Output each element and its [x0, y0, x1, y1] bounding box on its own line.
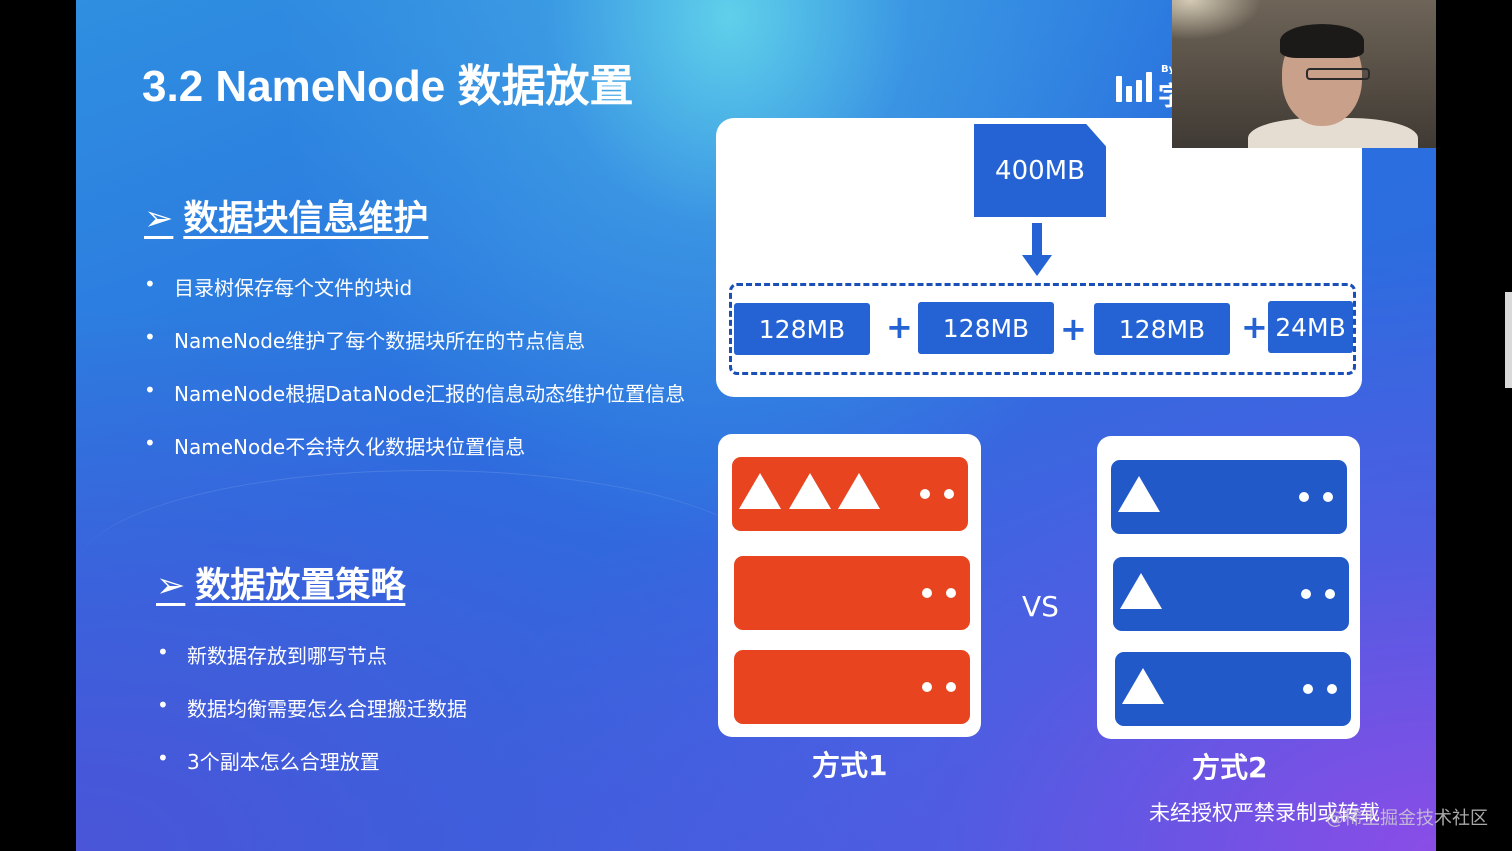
block-24mb: 24MB	[1268, 301, 1353, 353]
option1-caption: 方式1	[812, 749, 888, 782]
block-128mb-2: 128MB	[918, 302, 1054, 354]
replica-triangle-icon	[1120, 573, 1162, 609]
section-heading-text: 数据放置策略	[195, 566, 406, 606]
replica-triangle-icon	[1118, 476, 1160, 512]
file-400mb: 400MB	[974, 124, 1106, 217]
list-item: NameNode根据DataNode汇报的信息动态维护位置信息	[144, 378, 685, 431]
vs-label: VS	[1022, 590, 1059, 623]
block-128mb-3: 128MB	[1094, 303, 1230, 355]
list-item: 目录树保存每个文件的块id	[144, 272, 685, 325]
status-dot-icon	[1303, 684, 1313, 694]
replica-triangle-icon	[789, 473, 831, 509]
down-arrow-icon	[1022, 223, 1052, 276]
status-dot-icon	[920, 489, 930, 499]
server-node-with-replica	[1111, 460, 1347, 534]
section-heading-placement-strategy: ➢数据放置策略	[156, 557, 405, 608]
status-dot-icon	[1301, 589, 1311, 599]
status-dot-icon	[922, 682, 932, 692]
status-dot-icon	[944, 489, 954, 499]
option2-server-rack	[1097, 436, 1360, 739]
status-dot-icon	[1323, 492, 1333, 502]
status-dot-icon	[1327, 684, 1337, 694]
bullet-list-strategy: 新数据存放到哪写节点 数据均衡需要怎么合理搬迁数据 3个副本怎么合理放置	[157, 640, 467, 799]
plus-sign: +	[1060, 310, 1087, 348]
block-128mb-1: 128MB	[734, 303, 870, 355]
list-item: NameNode维护了每个数据块所在的节点信息	[144, 325, 685, 378]
server-node-with-replicas	[732, 457, 968, 531]
section-heading-block-maintenance: ➢数据块信息维护	[144, 190, 428, 241]
replica-triangle-icon	[838, 473, 880, 509]
arrow-bullet-icon: ➢	[156, 566, 186, 606]
logo-by-text: By	[1161, 64, 1176, 75]
presenter-webcam	[1172, 0, 1436, 148]
option2-caption: 方式2	[1192, 751, 1268, 784]
scrollbar-thumb[interactable]	[1505, 292, 1512, 388]
status-dot-icon	[1299, 492, 1309, 502]
brand-logo: By 字	[1116, 62, 1184, 112]
replica-triangle-icon	[1122, 668, 1164, 704]
arrow-bullet-icon: ➢	[144, 199, 174, 239]
server-node-empty	[734, 556, 970, 630]
plus-sign: +	[1241, 308, 1268, 346]
list-item: NameNode不会持久化数据块位置信息	[144, 431, 685, 484]
status-dot-icon	[1325, 589, 1335, 599]
bullet-list-maintenance: 目录树保存每个文件的块id NameNode维护了每个数据块所在的节点信息 Na…	[144, 272, 685, 484]
blocks-dashed-group	[729, 283, 1356, 375]
block-split-diagram: 400MB 128MB + 128MB + 128MB + 24MB	[716, 118, 1362, 397]
slide-title: 3.2 NameNode 数据放置	[142, 62, 634, 111]
copyright-watermark: 未经授权严禁录制或转载	[1149, 801, 1380, 825]
presenter-glasses	[1306, 68, 1370, 80]
status-dot-icon	[946, 588, 956, 598]
list-item: 新数据存放到哪写节点	[157, 640, 467, 693]
server-node-with-replica	[1115, 652, 1351, 726]
server-node-with-replica	[1113, 557, 1349, 631]
site-watermark: @稀土掘金技术社区	[1326, 808, 1488, 829]
status-dot-icon	[922, 588, 932, 598]
presenter-hair	[1280, 24, 1364, 58]
section-heading-text: 数据块信息维护	[183, 199, 429, 239]
server-node-empty	[734, 650, 970, 724]
status-dot-icon	[946, 682, 956, 692]
option1-server-rack	[718, 434, 981, 737]
replica-triangle-icon	[739, 473, 781, 509]
plus-sign: +	[886, 308, 913, 346]
webcam-light	[1172, 0, 1262, 40]
list-item: 3个副本怎么合理放置	[157, 746, 467, 799]
list-item: 数据均衡需要怎么合理搬迁数据	[157, 693, 467, 746]
